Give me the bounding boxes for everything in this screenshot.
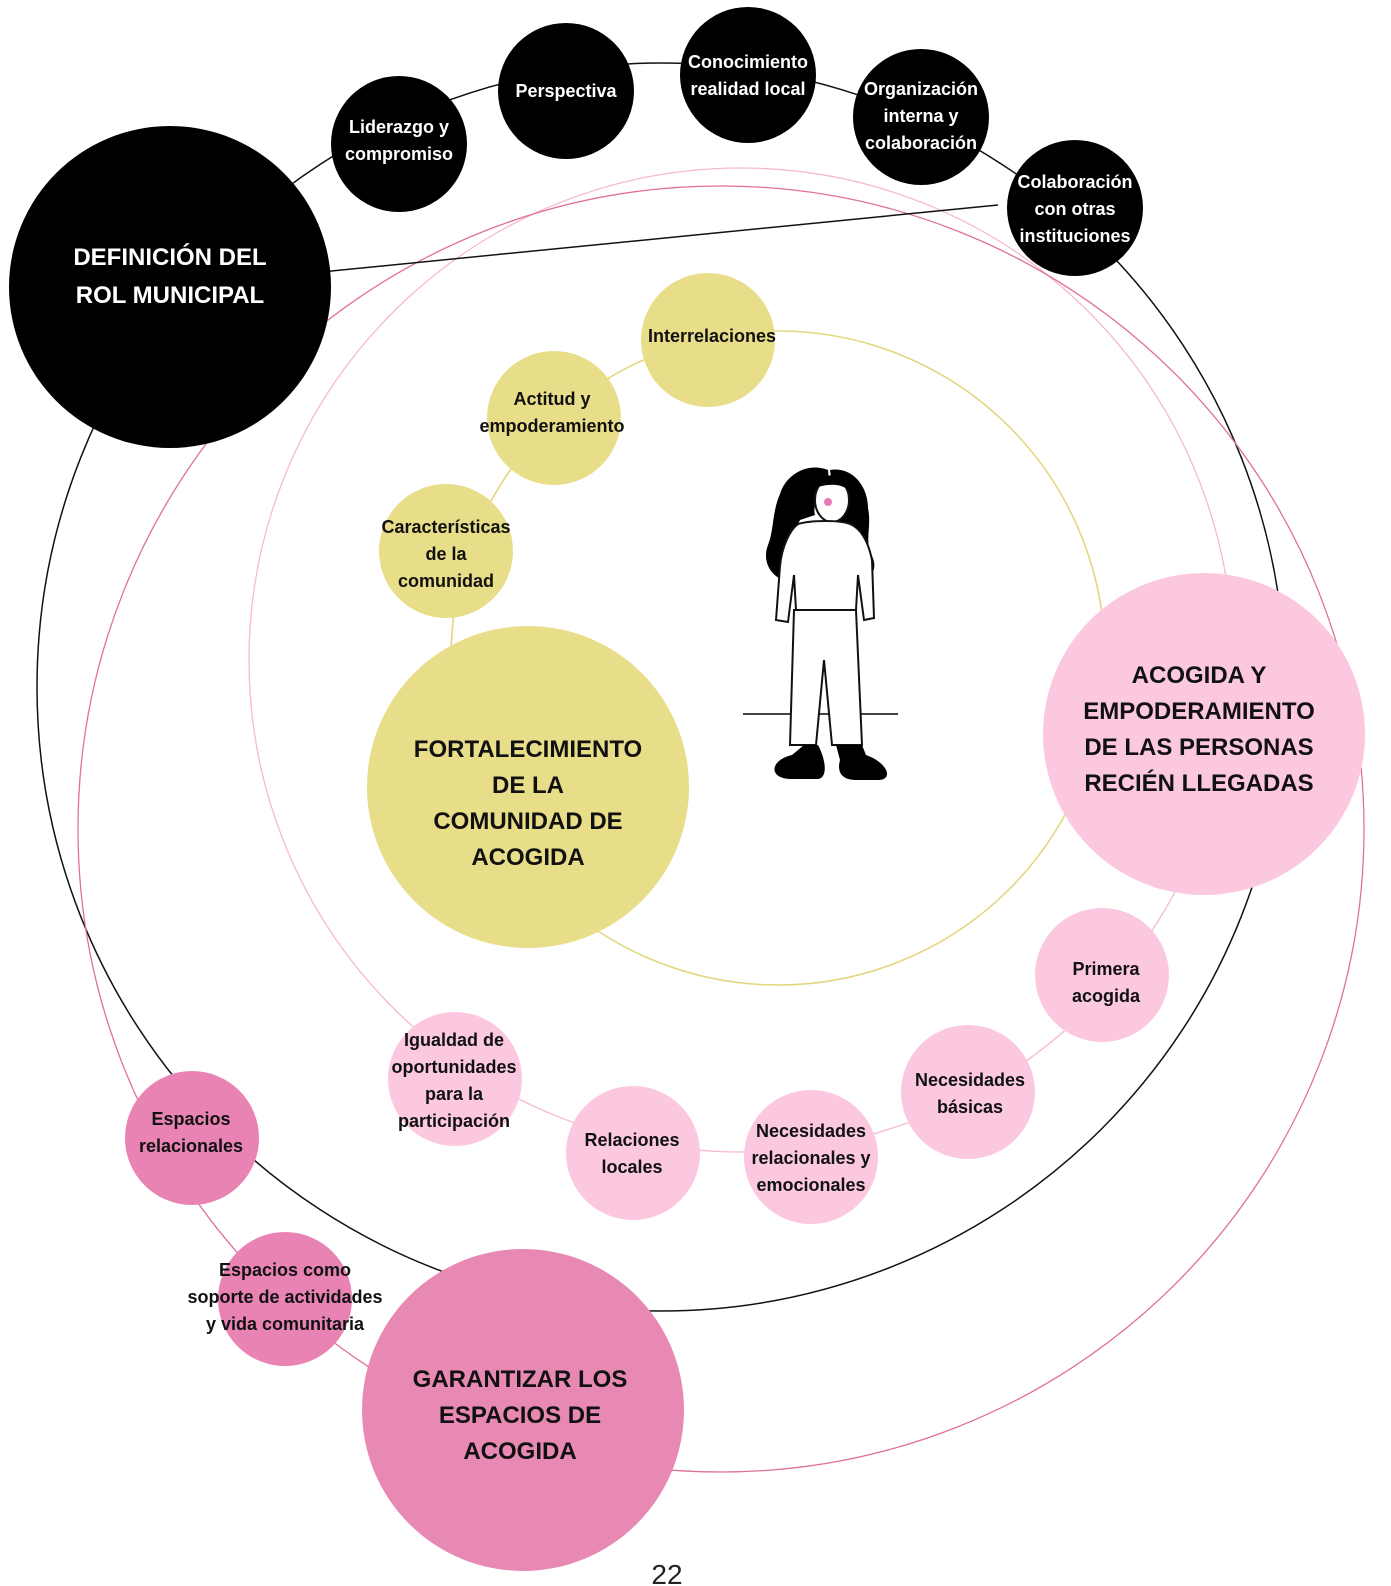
label-line: ROL MUNICIPAL	[76, 282, 264, 309]
node-relaciones-locales: Relaciones locales	[566, 1086, 700, 1220]
label-line: Primera	[1072, 959, 1140, 979]
label-line: RECIÉN LLEGADAS	[1084, 769, 1313, 797]
node-necesidades-basicas: Necesidades básicas	[901, 1025, 1035, 1159]
label-line: oportunidades	[392, 1057, 517, 1077]
label-line: COMUNIDAD DE	[433, 808, 622, 835]
label-line: EMPODERAMIENTO	[1083, 698, 1315, 725]
label-line: básicas	[937, 1097, 1003, 1117]
node-garantizar-espacios: GARANTIZAR LOS ESPACIOS DE ACOGIDA	[362, 1249, 684, 1571]
label-line: Interrelaciones	[648, 326, 776, 346]
node-organizacion-interna: Organización interna y colaboración	[853, 49, 989, 185]
label-line: y vida comunitaria	[206, 1314, 365, 1334]
label-line: para la	[425, 1084, 484, 1104]
pink-orbit-ring	[77, 185, 1365, 1473]
svg-text:Interrelaciones: Interrelaciones	[648, 326, 776, 346]
label-line: acogida	[1072, 986, 1141, 1006]
label-line: Perspectiva	[515, 81, 617, 101]
node-colaboracion-instituciones: Colaboración con otras instituciones	[1007, 140, 1143, 276]
label-line: GARANTIZAR LOS	[413, 1366, 628, 1393]
label-line: locales	[601, 1157, 662, 1177]
node-caracteristicas-comunidad: Características de la comunidad	[379, 484, 513, 618]
label-line: instituciones	[1019, 226, 1130, 246]
node-liderazgo-compromiso: Liderazgo y compromiso	[331, 76, 467, 212]
label-line: Necesidades	[915, 1070, 1025, 1090]
node-acogida-empoderamiento: ACOGIDA Y EMPODERAMIENTO DE LAS PERSONAS RE…	[1043, 573, 1365, 895]
label-line: de la	[425, 544, 467, 564]
label-line: participación	[398, 1111, 510, 1131]
node-igualdad-oportunidades: Igualdad de oportunidades para la participa…	[388, 1012, 522, 1146]
node-actitud-empoderamiento: Actitud y empoderamiento	[479, 351, 625, 485]
svg-text:Perspectiva: Perspectiva	[515, 81, 617, 101]
node-primera-acogida: Primera acogida	[1035, 908, 1169, 1042]
label-line: Espacios como	[219, 1260, 351, 1280]
label-line: Relaciones	[584, 1130, 679, 1150]
label-line: compromiso	[345, 144, 453, 164]
node-interrelaciones: Interrelaciones	[641, 273, 776, 407]
label-line: Actitud y	[513, 389, 590, 409]
label-line: FORTALECIMIENTO	[414, 736, 642, 763]
node-conocimiento-realidad-local: Conocimiento realidad local	[680, 7, 816, 143]
node-fortalecimiento-comunidad: FORTALECIMIENTO DE LA COMUNIDAD DE ACOGIDA	[367, 626, 689, 948]
label-line: empoderamiento	[479, 416, 624, 436]
label-line: ACOGIDA Y	[1132, 662, 1267, 689]
node-necesidades-relacionales: Necesidades relacionales y emocionales	[744, 1090, 878, 1224]
label-line: Organización	[864, 79, 978, 99]
node-espacios-soporte-actividades: Espacios como soporte de actividades y vid…	[187, 1232, 383, 1366]
node-espacios-relacionales: Espacios relacionales	[125, 1071, 259, 1205]
label-line: colaboración	[865, 133, 977, 153]
label-line: Igualdad de	[404, 1030, 504, 1050]
label-line: Conocimiento	[688, 52, 808, 72]
label-line: ESPACIOS DE	[439, 1402, 601, 1429]
label-line: DE LAS PERSONAS	[1084, 734, 1313, 761]
label-line: realidad local	[690, 79, 805, 99]
label-line: Colaboración	[1017, 172, 1132, 192]
label-line: interna y	[883, 106, 958, 126]
label-line: con otras	[1034, 199, 1115, 219]
label-line: Necesidades	[756, 1121, 866, 1141]
label-line: DE LA	[492, 772, 564, 799]
label-line: Espacios	[151, 1109, 230, 1129]
label-line: Liderazgo y	[349, 117, 449, 137]
label-line: comunidad	[398, 571, 494, 591]
label-line: relacionales	[139, 1136, 243, 1156]
label-line: relacionales y	[751, 1148, 870, 1168]
label-line: ACOGIDA	[463, 1438, 576, 1465]
standing-woman-illustration	[743, 467, 898, 780]
label-line: Características	[381, 517, 510, 537]
label-line: ACOGIDA	[471, 844, 584, 871]
page-number: 22	[651, 1559, 682, 1586]
label-line: DEFINICIÓN DEL	[73, 243, 266, 271]
label-line: emocionales	[756, 1175, 865, 1195]
label-line: soporte de actividades	[187, 1287, 382, 1307]
node-definicion-rol-municipal: DEFINICIÓN DEL ROL MUNICIPAL	[9, 126, 331, 448]
node-perspectiva: Perspectiva	[498, 23, 634, 159]
